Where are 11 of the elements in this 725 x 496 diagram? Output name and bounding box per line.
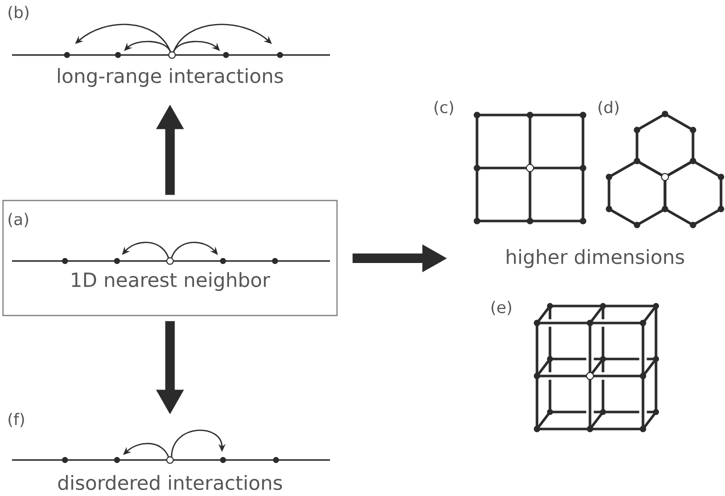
panel-label: (d) xyxy=(598,100,618,116)
panel-label: (f) xyxy=(8,412,24,428)
panel-label: (a) xyxy=(8,212,28,228)
panel-label: (b) xyxy=(8,6,28,20)
caption: higher dimensions xyxy=(506,249,684,268)
panel-label: (c) xyxy=(434,100,454,116)
node-label: 1D nearest neighbor xyxy=(72,272,270,291)
caption: disordered interactions xyxy=(58,474,282,490)
panel-box xyxy=(2,200,338,316)
caption: long-range interactions xyxy=(58,68,283,87)
panel-label: (e) xyxy=(492,300,512,316)
